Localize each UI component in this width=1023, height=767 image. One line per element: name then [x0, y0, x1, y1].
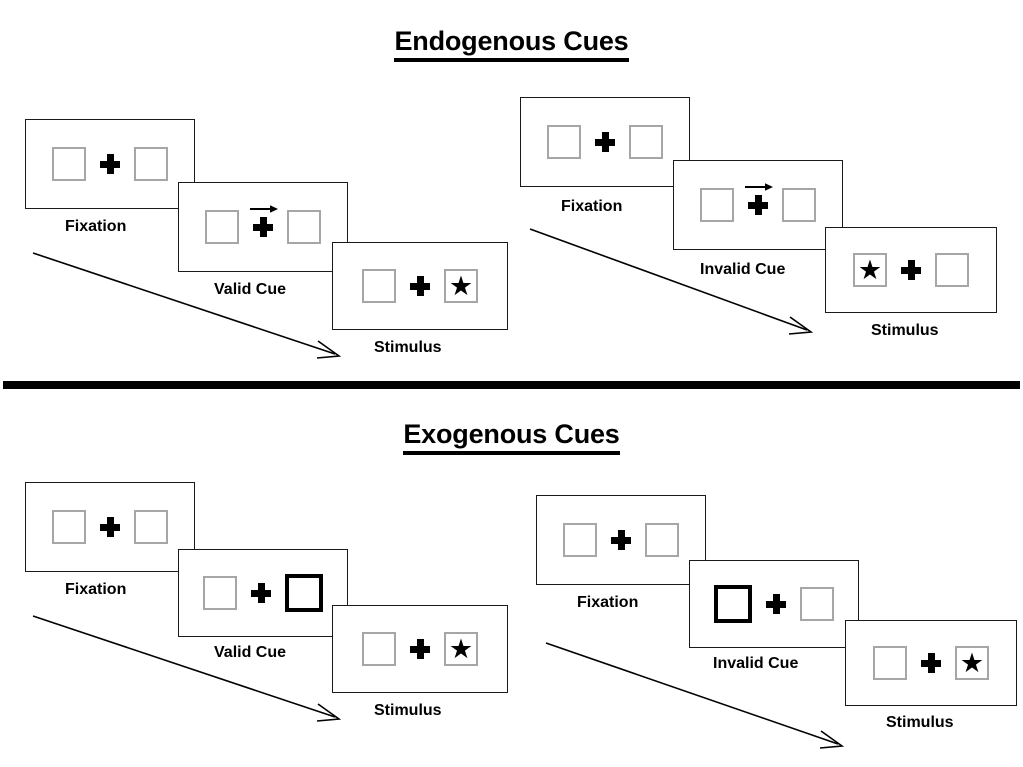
fixation-cross-icon: [921, 653, 941, 673]
frame-exo-valid-fixation: [25, 482, 195, 572]
fixation-cross-icon: [595, 132, 615, 152]
section-title-exogenous: Exogenous Cues: [0, 419, 1023, 455]
left-box: [52, 510, 86, 544]
frame-content: [537, 496, 705, 584]
target-star-icon: ★: [857, 254, 883, 286]
frame-exo-invalid-fixation: [536, 495, 706, 585]
left-box-cued: [714, 585, 752, 623]
frame-content: [26, 483, 194, 571]
left-box: [362, 269, 396, 303]
right-box: [629, 125, 663, 159]
frame-content: ★: [826, 228, 996, 312]
fixation-cross-icon: [611, 530, 631, 550]
frame-content: [690, 561, 858, 647]
label-exo-valid-stimulus: Stimulus: [374, 702, 442, 719]
frame-exo-invalid-cue: [689, 560, 859, 648]
right-box-cued: [285, 574, 323, 612]
frame-exo-valid-stimulus: ★: [332, 605, 508, 693]
right-box: [800, 587, 834, 621]
label-endo-invalid-cue: Invalid Cue: [700, 261, 786, 278]
label-endo-valid-stimulus: Stimulus: [374, 339, 442, 356]
frame-content: [521, 98, 689, 186]
label-endo-invalid-stimulus: Stimulus: [871, 322, 939, 339]
section-divider: [3, 381, 1020, 389]
right-box: [935, 253, 969, 287]
fixation-cross-icon: [253, 217, 273, 237]
fixation-cross-icon: [410, 276, 430, 296]
fixation-cross-icon: [901, 260, 921, 280]
left-box: [873, 646, 907, 680]
left-box: [700, 188, 734, 222]
right-box: ★: [444, 632, 478, 666]
frame-endo-valid-fixation: [25, 119, 195, 209]
right-box: [134, 510, 168, 544]
frame-content: ★: [333, 606, 507, 692]
frame-content: [674, 161, 842, 249]
frame-content: [26, 120, 194, 208]
time-flow-arrow-endogenous-valid: [32, 252, 342, 359]
frame-endo-invalid-stimulus: ★: [825, 227, 997, 313]
left-box: [205, 210, 239, 244]
section-title-endogenous: Endogenous Cues: [0, 26, 1023, 62]
time-flow-arrow-exogenous-valid: [32, 615, 342, 722]
frame-content: [179, 183, 347, 271]
time-flow-arrow-endogenous-invalid: [529, 228, 814, 335]
right-box: ★: [444, 269, 478, 303]
left-box: ★: [853, 253, 887, 287]
fixation-cross-icon: [748, 195, 768, 215]
section-title-exogenous-text: Exogenous Cues: [403, 419, 620, 455]
frame-content: ★: [333, 243, 507, 329]
frame-endo-valid-stimulus: ★: [332, 242, 508, 330]
fixation-cross-icon: [410, 639, 430, 659]
target-star-icon: ★: [959, 647, 985, 679]
right-box: [134, 147, 168, 181]
target-star-icon: ★: [448, 633, 474, 665]
fixation-cross-icon: [100, 517, 120, 537]
right-box: [782, 188, 816, 222]
label-exo-invalid-fixation: Fixation: [577, 594, 639, 611]
label-endo-valid-fixation: Fixation: [65, 218, 127, 235]
label-exo-invalid-stimulus: Stimulus: [886, 714, 954, 731]
left-box: [362, 632, 396, 666]
fixation-cross-icon: [251, 583, 271, 603]
frame-exo-valid-cue: [178, 549, 348, 637]
frame-content: ★: [846, 621, 1016, 705]
time-flow-arrow-exogenous-invalid: [545, 642, 845, 749]
frame-exo-invalid-stimulus: ★: [845, 620, 1017, 706]
left-box: [52, 147, 86, 181]
frame-endo-invalid-fixation: [520, 97, 690, 187]
left-box: [563, 523, 597, 557]
frame-endo-valid-cue: [178, 182, 348, 272]
fixation-cross-icon: [766, 594, 786, 614]
frame-content: [179, 550, 347, 636]
left-box: [547, 125, 581, 159]
label-endo-valid-cue: Valid Cue: [214, 281, 287, 298]
label-exo-valid-cue: Valid Cue: [214, 644, 287, 661]
frame-endo-invalid-cue: [673, 160, 843, 250]
left-box: [203, 576, 237, 610]
label-exo-valid-fixation: Fixation: [65, 581, 127, 598]
label-exo-invalid-cue: Invalid Cue: [713, 655, 799, 672]
cue-arrow-right-icon: [250, 205, 278, 213]
cue-arrow-right-icon: [745, 183, 773, 191]
right-box: ★: [955, 646, 989, 680]
target-star-icon: ★: [448, 270, 474, 302]
right-box: [645, 523, 679, 557]
label-endo-invalid-fixation: Fixation: [561, 198, 623, 215]
right-box: [287, 210, 321, 244]
section-title-endogenous-text: Endogenous Cues: [394, 26, 629, 62]
fixation-cross-icon: [100, 154, 120, 174]
